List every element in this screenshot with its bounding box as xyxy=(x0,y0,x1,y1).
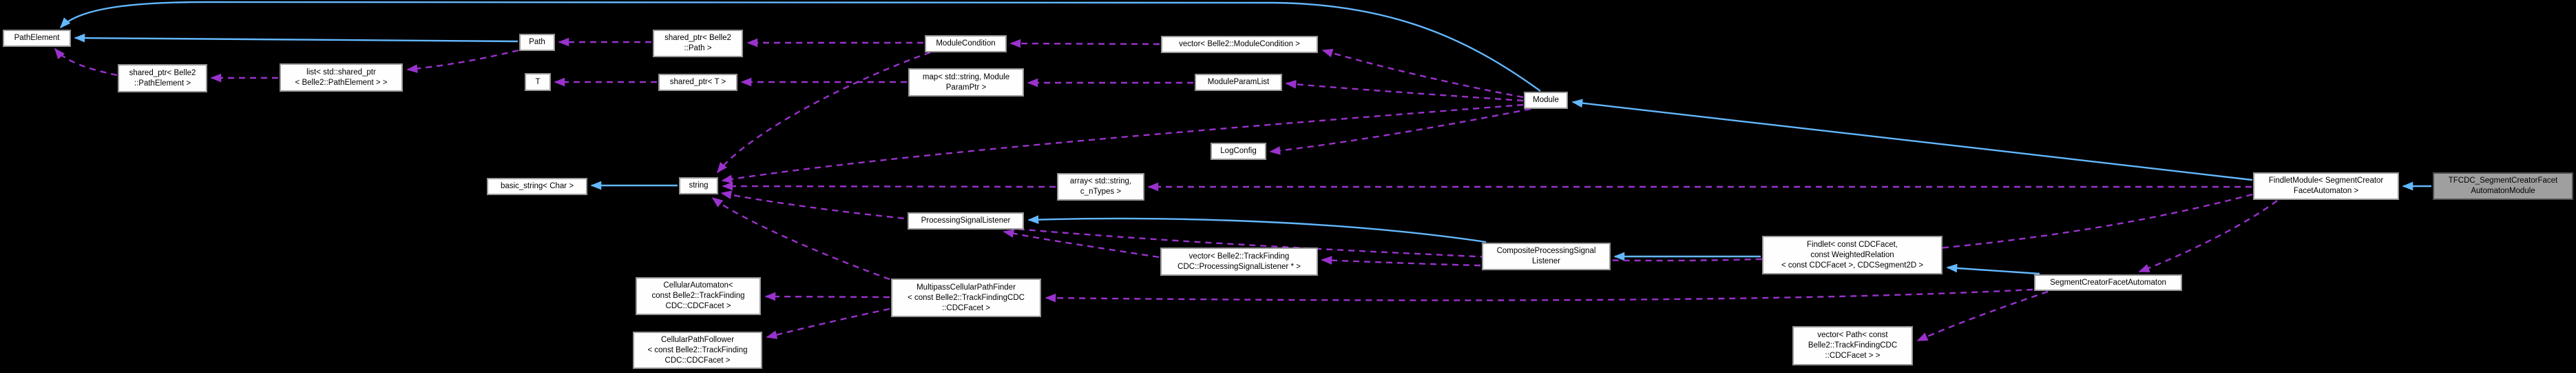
edge-path-list_sp_pathelement xyxy=(406,49,519,73)
edge-vector_modulecondition-modulecondition xyxy=(1009,39,1160,48)
edge-modulecondition-string xyxy=(717,51,931,174)
edge-module-string xyxy=(721,103,1524,184)
node-list_sp_pathelement[interactable]: list< std::shared_ptr < Belle2::PathElem… xyxy=(280,63,403,92)
node-map_param[interactable]: map< std::string, Module ParamPtr > xyxy=(908,68,1024,97)
node-vector_psl[interactable]: vector< Belle2::TrackFinding CDC::Proces… xyxy=(1160,248,1318,276)
node-tfcdc_module[interactable]: TFCDC_SegmentCreatorFacet AutomatonModul… xyxy=(2433,172,2573,200)
node-basic_string[interactable]: basic_string< Char > xyxy=(487,178,587,195)
edge-multipass-cellular_automaton xyxy=(764,292,890,301)
edge-vector_psl-psl xyxy=(1003,229,1160,259)
node-vector_modulecondition[interactable]: vector< Belle2::ModuleCondition > xyxy=(1161,36,1318,53)
edge-multipass-string xyxy=(711,197,890,281)
node-vector_path[interactable]: vector< Path< const Belle2::TrackFinding… xyxy=(1792,326,1913,365)
node-sp_t[interactable]: shared_ptr< T > xyxy=(658,74,737,91)
node-module[interactable]: Module xyxy=(1524,92,1568,109)
edge-array_string-string xyxy=(722,181,1056,191)
node-segmentcreator[interactable]: SegmentCreatorFacetAutomaton xyxy=(2034,274,2182,291)
node-findlet[interactable]: Findlet< const CDCFacet, const WeightedR… xyxy=(1762,236,1943,274)
edge-module-logconfig xyxy=(1269,108,1531,155)
edge-findletmodule-segmentcreator xyxy=(2138,200,2278,273)
node-cellular_automaton[interactable]: CellularAutomaton< const Belle2::TrackFi… xyxy=(636,277,761,315)
edge-composite_psl-vector_psl xyxy=(1321,256,1481,267)
node-pathelement[interactable]: PathElement xyxy=(3,30,71,47)
node-logconfig[interactable]: LogConfig xyxy=(1211,143,1266,160)
edge-findletmodule-module xyxy=(1571,99,2253,181)
node-sp_pathelement[interactable]: shared_ptr< Belle2 ::PathElement > xyxy=(118,64,207,92)
edge-sp_pathelement-pathelement xyxy=(54,48,118,77)
node-sp_path[interactable]: shared_ptr< Belle2 ::Path > xyxy=(653,30,743,57)
edge-composite_psl-psl xyxy=(1027,215,1487,243)
node-cellular_pathfollower[interactable]: CellularPathFollower < const Belle2::Tra… xyxy=(633,332,762,369)
node-path[interactable]: Path xyxy=(519,34,555,51)
edge-segmentcreator-vector_path xyxy=(1916,290,2049,342)
node-composite_psl[interactable]: CompositeProcessingSignal Listener xyxy=(1482,243,1611,270)
edge-multipass-cellular_pathfollower xyxy=(766,308,890,339)
node-moduleparamlist[interactable]: ModuleParamList xyxy=(1195,74,1282,91)
node-findletmodule[interactable]: FindletModule< SegmentCreator FacetAutom… xyxy=(2253,172,2399,200)
node-string[interactable]: string xyxy=(679,177,718,194)
edge-segmentcreator-multipass xyxy=(1045,288,2033,303)
edge-segmentcreator-findlet xyxy=(1946,263,2040,275)
edge-path-pathelement xyxy=(74,33,519,43)
node-psl[interactable]: ProcessingSignalListener xyxy=(908,212,1024,230)
edge-module-vector_modulecondition xyxy=(1321,48,1524,99)
node-modulecondition[interactable]: ModuleCondition xyxy=(925,35,1007,52)
node-array_string[interactable]: array< std::string, c_nTypes > xyxy=(1057,173,1144,201)
edge-module-pathelement xyxy=(59,1,1541,92)
edge-module-moduleparamlist xyxy=(1285,79,1524,102)
node-t[interactable]: T xyxy=(525,73,551,91)
node-multipass[interactable]: MultipassCellularPathFinder < const Bell… xyxy=(891,279,1041,317)
